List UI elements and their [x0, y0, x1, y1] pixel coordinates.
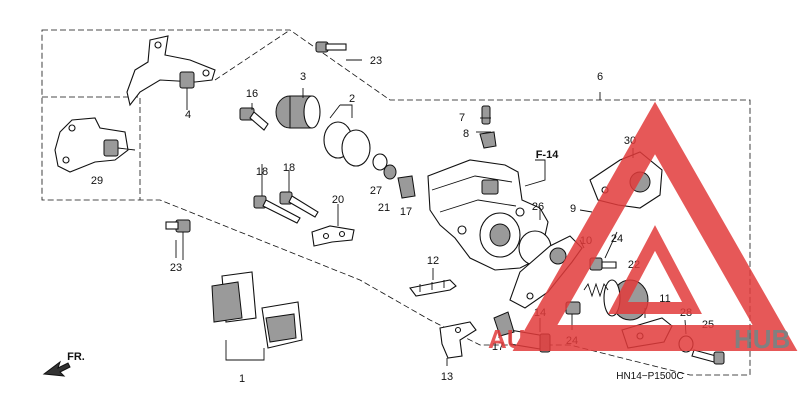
callout-23-bottom: 23 — [170, 262, 182, 274]
callout-12: 12 — [427, 255, 439, 267]
cap-part-8 — [479, 131, 497, 149]
bolt-part-25 — [691, 349, 725, 365]
direction-label: FR. — [67, 351, 85, 363]
callout-2: 2 — [349, 93, 355, 105]
watermark-triangle-inner — [608, 225, 702, 314]
front-direction-arrow — [42, 360, 71, 377]
callout-4: 4 — [185, 109, 191, 121]
callout-8: 8 — [463, 128, 469, 140]
watermark-text-left: AUTOM — [488, 324, 583, 354]
callout-13: 13 — [441, 371, 453, 383]
callout-26: 26 — [532, 201, 544, 213]
reference-label: F-14 — [536, 149, 560, 161]
retainer-part-13 — [439, 321, 477, 359]
watermark-text-right: HUB — [734, 324, 790, 354]
boot-part-17-top — [397, 175, 416, 199]
callout-18-right: 18 — [283, 162, 295, 174]
callout-16: 16 — [246, 88, 258, 100]
callout-20: 20 — [332, 194, 344, 206]
callout-24-upper: 24 — [611, 233, 623, 245]
ring-part-27 — [372, 153, 388, 171]
callout-17-top: 17 — [400, 206, 412, 218]
ring-part-21 — [383, 164, 397, 180]
brake-pads-part-1 — [211, 271, 303, 361]
callout-7: 7 — [459, 112, 465, 124]
bolt-part-24-upper — [589, 257, 617, 271]
bracket-part-29 — [54, 117, 136, 173]
caliper-bracket-part-4 — [126, 35, 216, 110]
watermark-logo: AUTOM HUB — [488, 101, 798, 354]
pad-spring-part-20 — [311, 225, 355, 247]
callout-27: 27 — [370, 185, 382, 197]
watermark-triangle-outer — [512, 101, 798, 351]
callout-11: 11 — [659, 293, 670, 305]
callout-9: 9 — [570, 203, 576, 215]
spring — [583, 282, 609, 298]
clip-part-12 — [409, 279, 457, 297]
pin-part-18-right — [279, 191, 319, 218]
pin-part-18-left — [253, 195, 301, 224]
callout-17-bottom: 17 — [492, 341, 504, 353]
callout-3: 3 — [300, 71, 306, 83]
callout-23-top: 23 — [370, 55, 382, 67]
piston-part-3 — [275, 88, 321, 129]
callout-29: 29 — [91, 175, 103, 187]
bleeder-part-16 — [239, 103, 269, 131]
seals-part-2 — [323, 104, 371, 167]
callout-1: 1 — [239, 373, 245, 385]
bleed-screw-part-7 — [481, 105, 491, 125]
callout-21: 21 — [378, 202, 390, 214]
diagram-code: HN14−P1500C — [616, 371, 684, 382]
bolt-part-23-top — [315, 41, 362, 61]
bolt-part-23-bottom — [165, 219, 191, 260]
callout-6: 6 — [597, 71, 603, 83]
callout-18-left: 18 — [256, 166, 268, 178]
boot-part-17-bottom — [493, 311, 515, 337]
